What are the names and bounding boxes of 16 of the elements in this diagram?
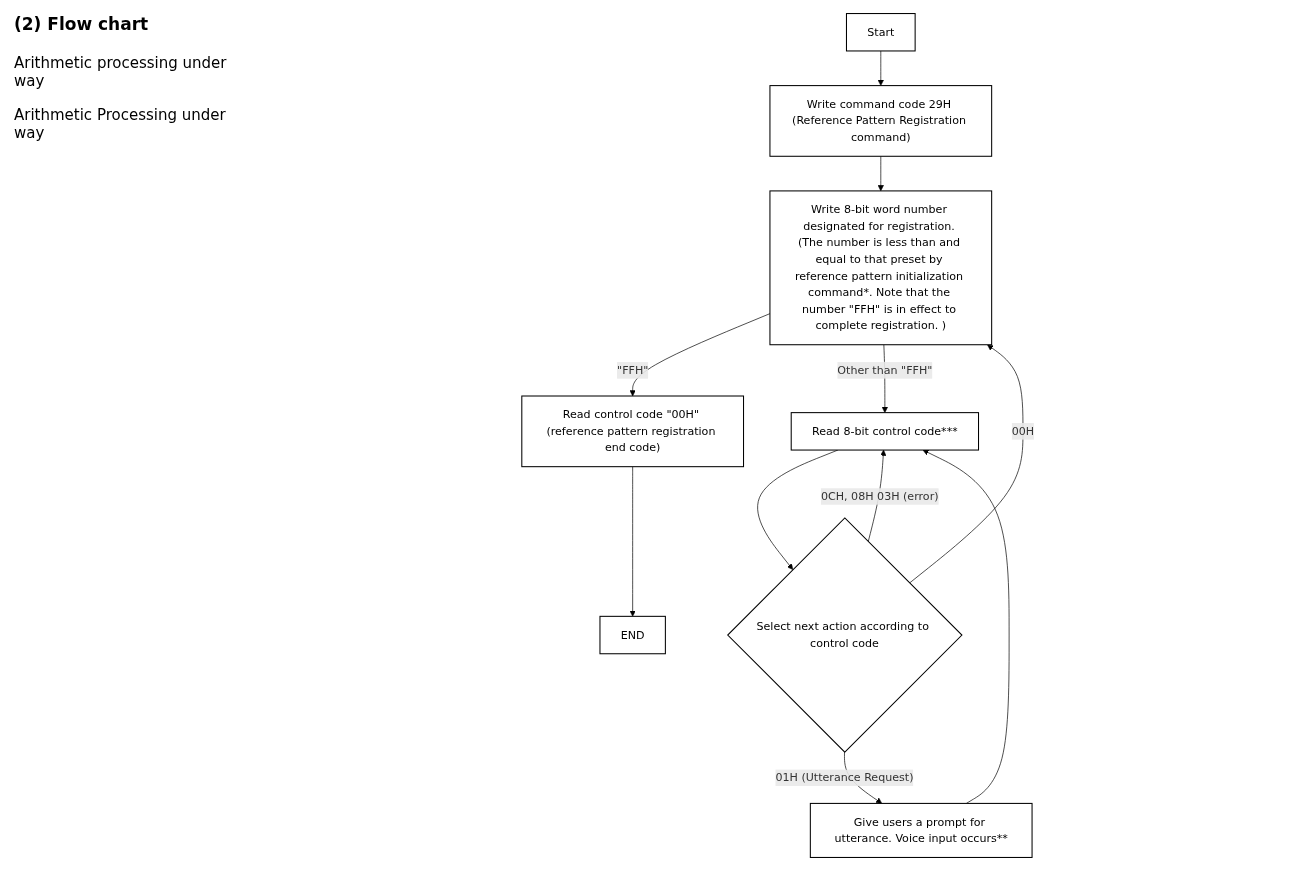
node-box: Write command code 29H (Reference Pattern Registration command) [769, 85, 993, 157]
edge-label: "FFH" [617, 363, 649, 377]
edge-label: 00H [1011, 424, 1035, 438]
note-text: Arithmetic Processing under way [14, 106, 227, 142]
node-box: END [599, 615, 666, 655]
diagram-title: (2) Flow chart [14, 14, 150, 34]
edge-label: 0CH, 08H 03H (error) [820, 489, 939, 503]
note-text: Arithmetic processing under way [14, 54, 228, 90]
edge-label: Other than "FFH" [837, 363, 933, 377]
edge-label: 01H (Utterance Request) [775, 770, 914, 785]
node-box: Read 8-bit control code*** [790, 412, 980, 451]
node-box: Give users a prompt for utterance. Voice input occurs** [809, 802, 1033, 858]
node-diamond: Select next action according to control code [727, 517, 963, 753]
node-box: Start [845, 13, 916, 52]
node-box: Read control code "00H" (reference pattern registration end code) [521, 395, 745, 468]
node-box: Write 8-bit word number designated for registration. (The number is less than and equal to that preset by reference pattern initialization command*. Note that the number "FFH" is in effect to complete registration. ) [769, 190, 993, 346]
